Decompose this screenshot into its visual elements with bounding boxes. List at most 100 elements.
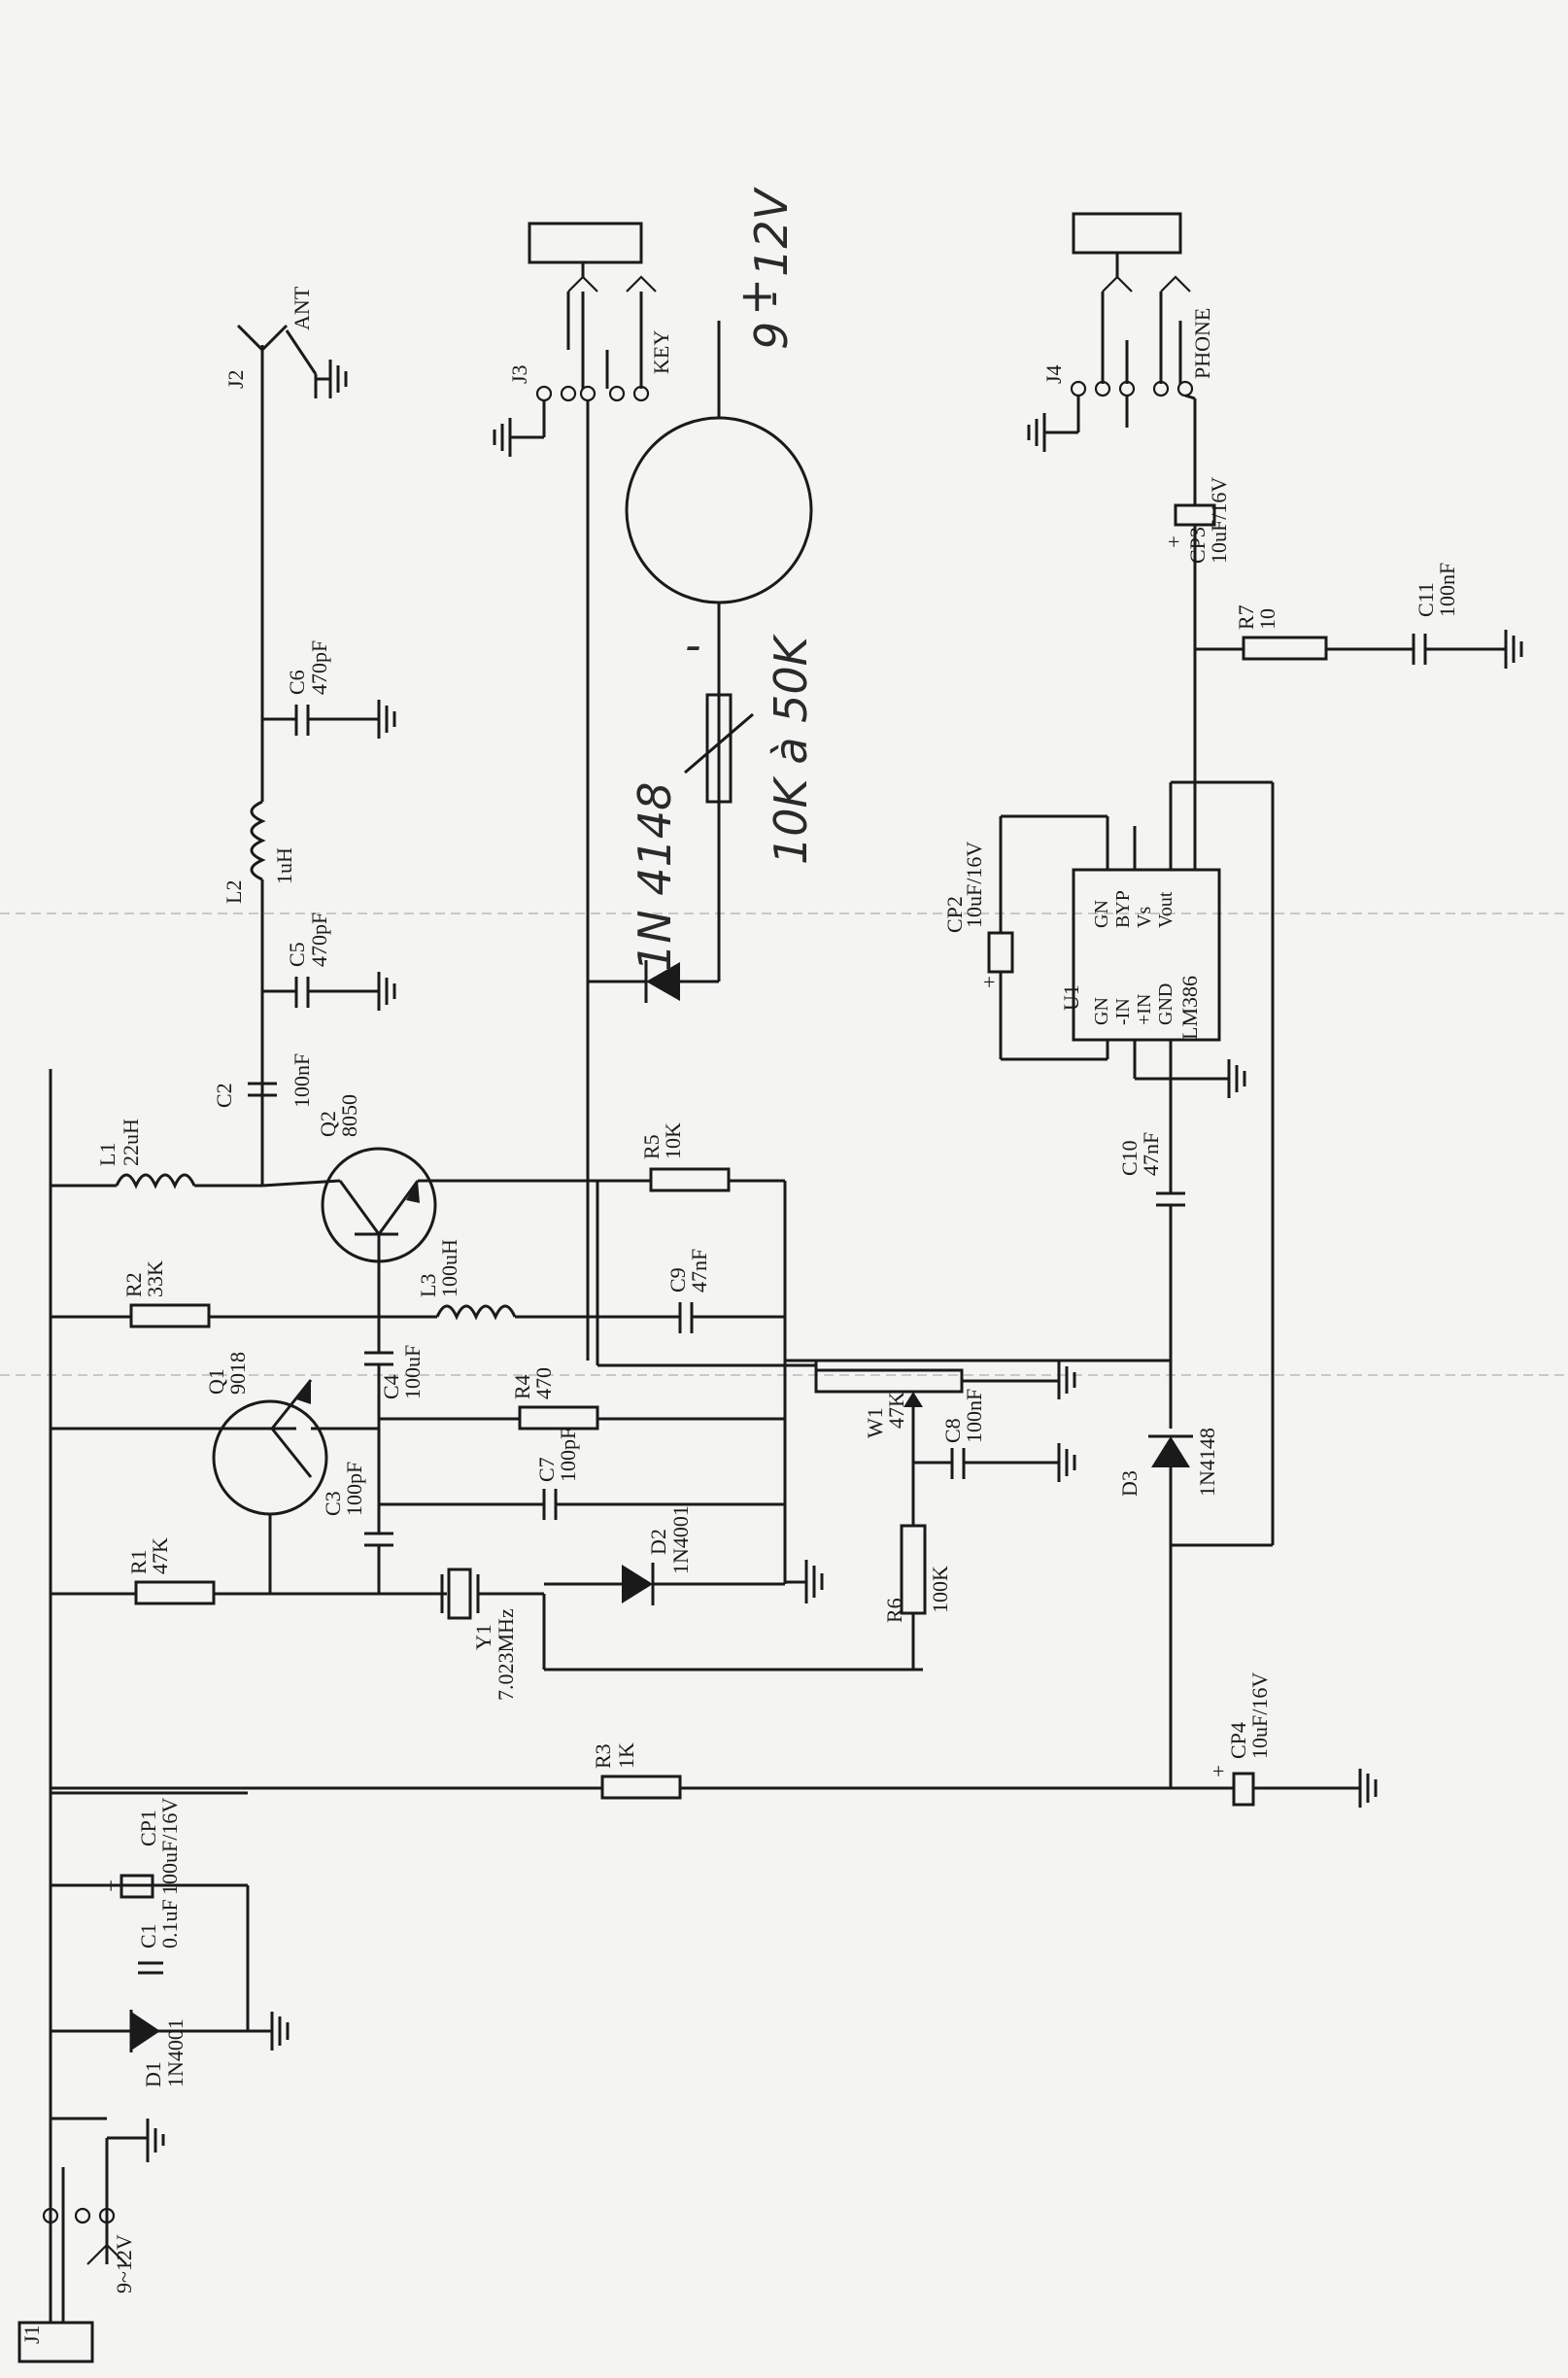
j4-ref: J4 bbox=[1041, 364, 1066, 384]
d2-value: 1N4001 bbox=[668, 1505, 693, 1574]
cp2-capacitor: + CP2 10uF/16V bbox=[942, 814, 1109, 1061]
u1-value: LM386 bbox=[1177, 976, 1202, 1040]
c9-ref: C9 bbox=[665, 1267, 690, 1292]
c7-value: 100pF bbox=[556, 1428, 580, 1482]
c4-ref: C4 bbox=[379, 1374, 403, 1399]
r1-resistor: R1 47K bbox=[51, 1537, 447, 1605]
d2-ref: D2 bbox=[646, 1529, 670, 1555]
u1-pin-plus-in: +IN bbox=[1134, 994, 1155, 1025]
u1-pin-gn-right: GN bbox=[1091, 900, 1112, 928]
c3-value: 100pF bbox=[342, 1462, 366, 1516]
y1-crystal: Y1 7.023MHz bbox=[379, 1568, 544, 1701]
j1-ref: J1 bbox=[19, 2325, 44, 2344]
w1-value: 47K bbox=[884, 1392, 908, 1429]
c7-capacitor: C7 100pF bbox=[379, 1428, 785, 1520]
cp1-ref: CP1 bbox=[136, 1809, 160, 1846]
r4-resistor: R4 470 bbox=[379, 1367, 785, 1430]
r6-value: 100K bbox=[928, 1566, 952, 1613]
handwritten-minus: - bbox=[685, 619, 701, 672]
c9-capacitor: C9 47nF bbox=[597, 1249, 785, 1333]
l3-value: 100uH bbox=[437, 1239, 461, 1297]
c2-capacitor: C2 100nF bbox=[212, 938, 314, 1186]
u1-pin-vs: Vs bbox=[1134, 907, 1155, 928]
j3-ref: J3 bbox=[507, 364, 531, 384]
u1-pin-byp: BYP bbox=[1112, 890, 1134, 928]
r3-resistor: R3 1K bbox=[51, 1742, 1171, 1800]
d2-diode: D2 1N4001 bbox=[542, 1505, 923, 1671]
cp3-ref: CP3 bbox=[1185, 527, 1210, 564]
cp3-plus: + bbox=[1168, 530, 1179, 554]
ground-left bbox=[270, 2012, 290, 2051]
j2-value: ANT bbox=[290, 286, 314, 330]
j1-value: 9~12V bbox=[112, 2234, 136, 2293]
c5-capacitor: C5 470pF bbox=[262, 913, 396, 1011]
c5-ref: C5 bbox=[285, 942, 309, 967]
cp1-capacitor: + CP1 100uF/16V bbox=[105, 1798, 182, 1899]
j1-ground bbox=[146, 2119, 165, 2162]
j3-value: KEY bbox=[649, 330, 673, 374]
d1-value: 1N4001 bbox=[163, 2018, 187, 2087]
r5-ref: R5 bbox=[639, 1134, 664, 1159]
c4-value: 100uF bbox=[400, 1345, 425, 1399]
r5-resistor: R5 10K bbox=[602, 1122, 787, 1341]
l3-inductor: L3 100uH bbox=[379, 1239, 597, 1321]
l2-ref: L2 bbox=[222, 880, 246, 904]
cp2-value: 10uF/16V bbox=[962, 842, 986, 928]
q1-transistor: Q1 9018 bbox=[51, 1352, 379, 1594]
c8-capacitor: C8 100nF bbox=[913, 1389, 1076, 1482]
r2-resistor: R2 33K bbox=[51, 1260, 379, 1328]
u1-ref: U1 bbox=[1059, 984, 1083, 1011]
d3-ref: D3 bbox=[1117, 1470, 1142, 1497]
d1-ref: D1 bbox=[141, 2061, 165, 2087]
l2-value: 1uH bbox=[272, 847, 296, 884]
j2-ref: J2 bbox=[223, 369, 248, 389]
j4-phone-jack: J4 PHONE bbox=[1027, 212, 1214, 452]
c9-value: 47nF bbox=[687, 1249, 711, 1292]
q2-ref: Q2 bbox=[316, 1111, 340, 1137]
r1-ref: R1 bbox=[126, 1549, 151, 1574]
c3-ref: C3 bbox=[321, 1491, 345, 1516]
cp4-ref: CP4 bbox=[1226, 1722, 1250, 1759]
r1-value: 47K bbox=[148, 1537, 172, 1574]
d3-value: 1N4148 bbox=[1195, 1428, 1219, 1497]
cp4-capacitor: + CP4 10uF/16V bbox=[1171, 1672, 1378, 1808]
cp2-ref: CP2 bbox=[942, 896, 967, 933]
r6-ref: R6 bbox=[882, 1598, 906, 1623]
r6-resistor: R6 100K bbox=[882, 1524, 952, 1671]
cp1-plus: + bbox=[105, 1874, 117, 1898]
cp4-plus: + bbox=[1212, 1759, 1224, 1783]
cp4-value: 10uF/16V bbox=[1247, 1672, 1272, 1759]
u1-pin-gnd: GND bbox=[1155, 983, 1176, 1025]
l1-ref: L1 bbox=[95, 1143, 119, 1166]
u1-pin-vout: Vout bbox=[1155, 891, 1176, 928]
r2-ref: R2 bbox=[121, 1272, 146, 1297]
c6-capacitor: C6 470pF bbox=[262, 640, 396, 739]
cp2-plus: + bbox=[983, 970, 995, 994]
w1-potentiometer: W1 47K bbox=[785, 1359, 1076, 1526]
r2-value: 33K bbox=[143, 1260, 167, 1297]
r4-value: 470 bbox=[531, 1367, 556, 1399]
u1-amplifier: GN -IN +IN GND GN BYP Vs Vout U1 LM386 bbox=[1059, 780, 1273, 1098]
c2-ref: C2 bbox=[212, 1083, 236, 1108]
c8-value: 100nF bbox=[962, 1389, 986, 1443]
r7-resistor: R7 10 bbox=[1193, 525, 1414, 782]
handwritten-voltage: 9 - 12V bbox=[745, 186, 798, 350]
r3-ref: R3 bbox=[591, 1743, 615, 1769]
r7-value: 10 bbox=[1255, 608, 1279, 630]
c2-value: 100nF bbox=[290, 1053, 314, 1108]
c4-capacitor: C4 100uF bbox=[364, 1263, 425, 1429]
j1-power-jack: J1 9~12V bbox=[17, 2119, 148, 2363]
j4-value: PHONE bbox=[1190, 308, 1214, 379]
y1-ref: Y1 bbox=[471, 1624, 495, 1650]
handwritten-pot-label: 10K à 50K bbox=[765, 633, 817, 865]
c8-ref: C8 bbox=[940, 1418, 965, 1443]
c11-capacitor: C11 100nF bbox=[1412, 563, 1523, 669]
r5-value: 10K bbox=[661, 1122, 685, 1159]
l1-inductor: L1 22uH bbox=[49, 1119, 262, 1317]
j2-antenna: J2 ANT bbox=[223, 286, 348, 719]
cp1-value: 100uF/16V bbox=[157, 1798, 182, 1895]
c5-value: 470pF bbox=[307, 913, 331, 967]
handwritten-plus: + bbox=[738, 269, 776, 322]
w1-ref: W1 bbox=[863, 1407, 887, 1438]
r7-ref: R7 bbox=[1234, 604, 1258, 630]
